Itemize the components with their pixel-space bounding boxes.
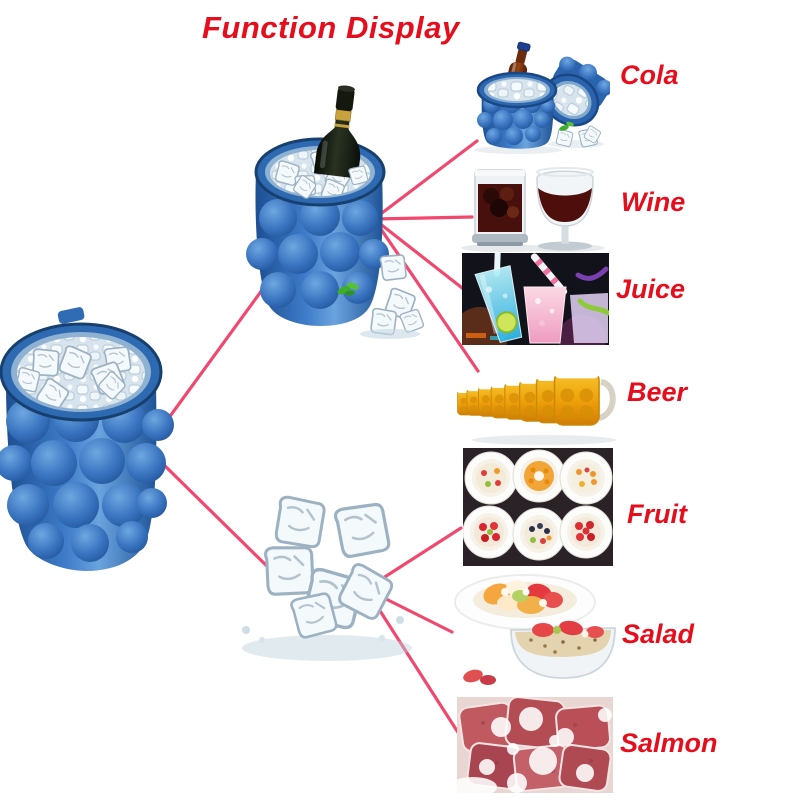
page-title: Function Display — [202, 10, 460, 45]
ice-bucket-with-champagne — [246, 85, 426, 339]
label-salad: Salad — [622, 619, 695, 649]
spilled-ice — [555, 121, 603, 149]
ice-cubes-cluster — [242, 494, 412, 661]
label-juice: Juice — [616, 274, 686, 304]
ice-cubes-beside-bucket — [360, 252, 426, 339]
salad-bowl — [510, 620, 616, 679]
frost — [457, 707, 612, 793]
right-cup — [570, 266, 609, 343]
fruit-salad-plate — [454, 574, 596, 630]
label-fruit: Fruit — [627, 499, 687, 529]
fruit-photo — [463, 448, 613, 566]
label-wine: Wine — [621, 187, 686, 217]
juice-photo — [462, 253, 609, 345]
tumbler-glass — [472, 169, 528, 246]
pink-cup — [523, 286, 567, 344]
wine-photo — [461, 167, 605, 252]
champagne-bottle — [313, 85, 361, 179]
cyan-cup — [474, 253, 523, 344]
label-cola: Cola — [620, 60, 679, 90]
tilted-bucket — [542, 56, 610, 127]
cola-photo — [474, 41, 610, 154]
label-beer: Beer — [627, 377, 688, 407]
snifter-glass — [536, 167, 594, 251]
fruit-plates — [463, 449, 613, 561]
beer-photo — [455, 354, 616, 445]
ice-bucket-large — [0, 307, 174, 571]
label-salmon: Salmon — [620, 728, 718, 758]
salmon-photo — [457, 697, 613, 793]
mint-leaf — [337, 282, 359, 296]
salad-photo — [454, 574, 616, 685]
